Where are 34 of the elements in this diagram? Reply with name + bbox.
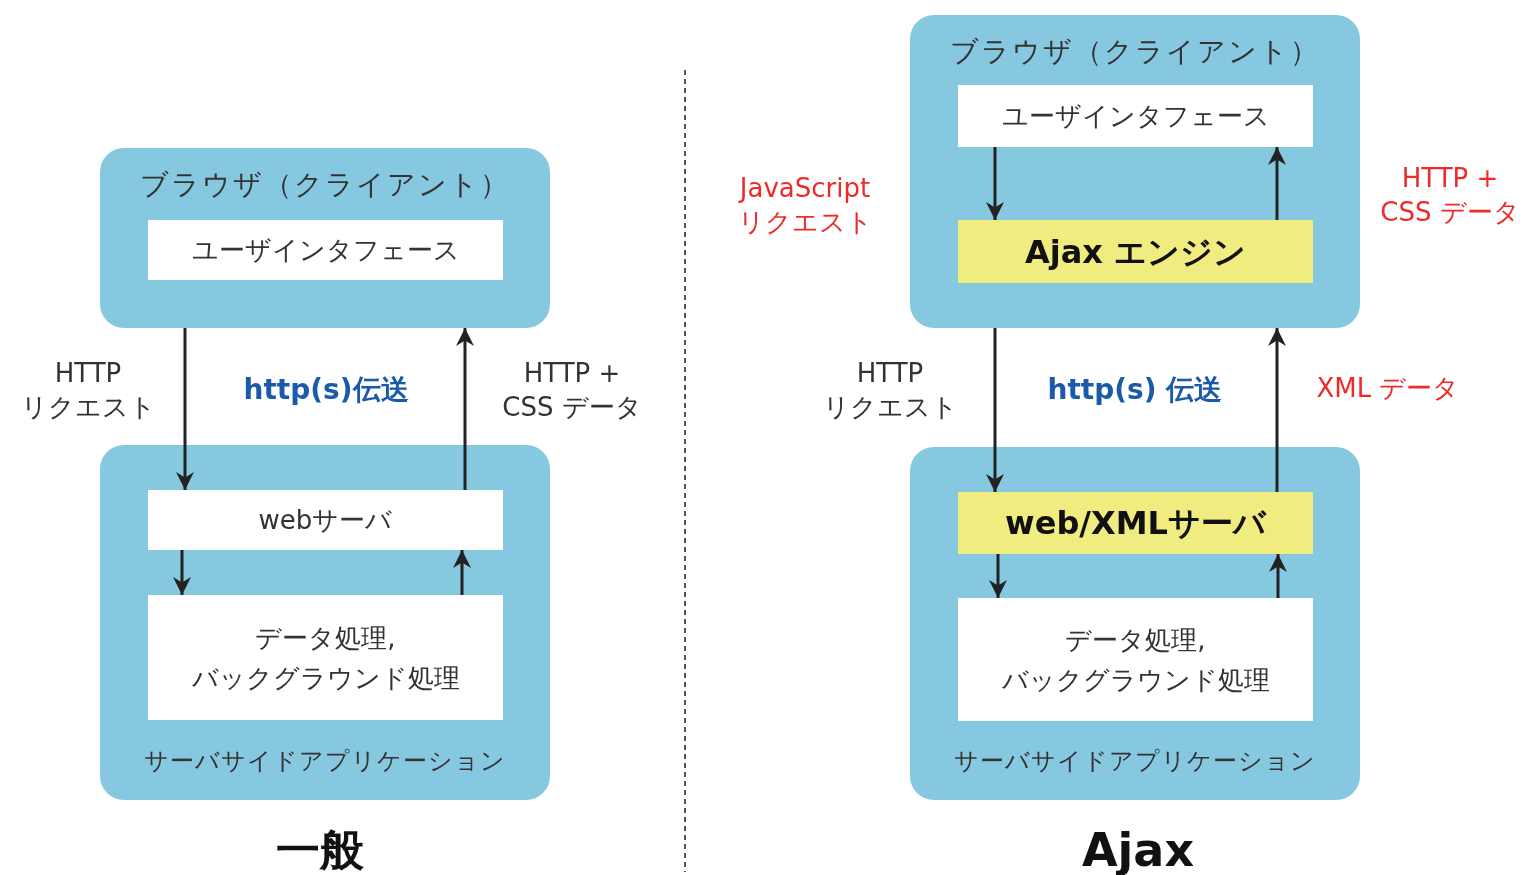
server-panel [910,447,1360,800]
transfer-label: http(s) 伝送 [1047,372,1223,408]
interface-box: ユーザインタフェース [148,220,503,280]
server-box: web/XMLサーバ [958,492,1313,554]
arrow [453,550,471,595]
browser-panel [100,148,550,328]
arrow [1269,554,1287,598]
transfer-label: http(s)伝送 [243,372,409,408]
edge-label: HTTP リクエスト [821,357,959,424]
arrow [1268,328,1286,492]
arrow [1268,147,1286,220]
edge-label: JavaScript リクエスト [736,172,874,239]
edge-label: HTTP + CSS データ [501,357,643,424]
engine-box: Ajax エンジン [958,220,1313,283]
panel-heading: サーバサイドアプリケーション [143,746,507,777]
panel-heading: サーバサイドアプリケーション [953,746,1317,777]
arrow [173,550,191,595]
interface-box: ユーザインタフェース [958,85,1313,147]
panel-heading: ブラウザ（クライアント） [949,35,1321,69]
panel-heading: ブラウザ（クライアント） [139,168,511,202]
server-box: webサーバ [148,490,503,550]
arrow [986,328,1004,492]
arrow [456,328,474,490]
column-title: 一般 [276,824,364,875]
processing-box: データ処理,バックグラウンド処理 [958,598,1313,721]
browser-panel [910,15,1360,328]
arrow [986,147,1004,220]
edge-label: XML データ [1315,372,1461,405]
edge-label: HTTP + CSS データ [1379,162,1521,229]
edge-label: HTTP リクエスト [19,357,157,424]
server-panel [100,445,550,800]
arrow [989,554,1007,598]
arrow [176,328,194,490]
processing-box: データ処理,バックグラウンド処理 [148,595,503,720]
